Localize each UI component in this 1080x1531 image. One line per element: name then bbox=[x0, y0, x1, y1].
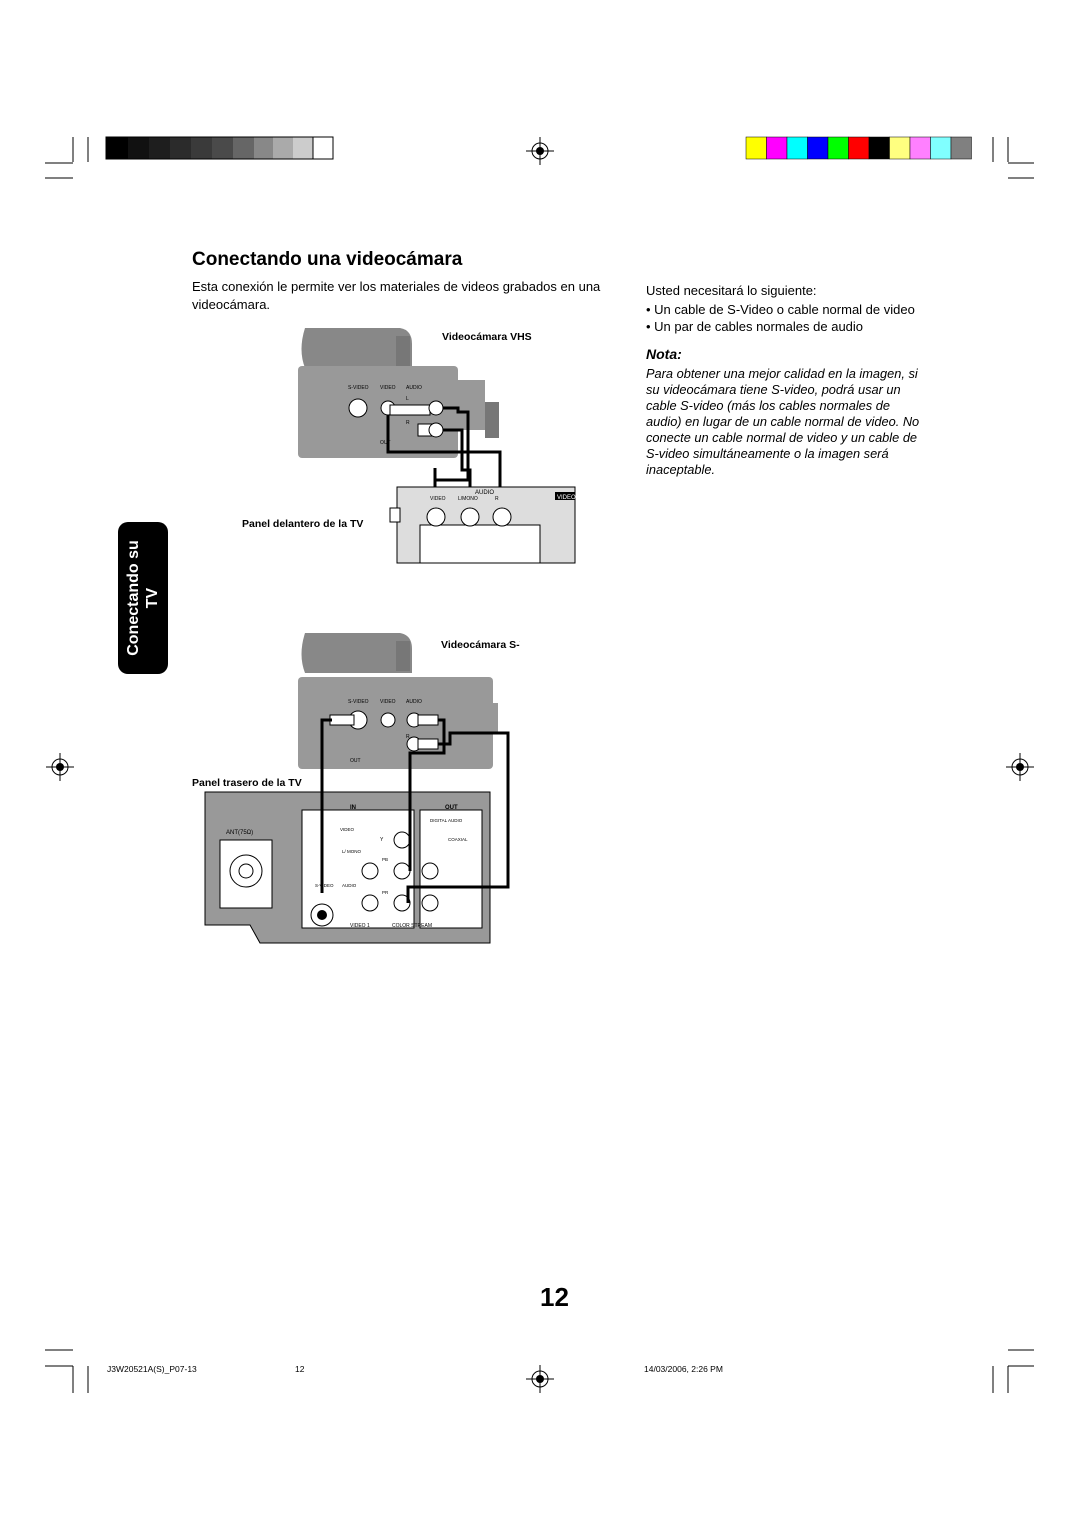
svg-text:L/ MONO: L/ MONO bbox=[342, 849, 362, 854]
svg-text:R: R bbox=[406, 420, 410, 426]
svg-text:ANT(75Ω): ANT(75Ω) bbox=[226, 830, 253, 836]
svg-text:AUDIO: AUDIO bbox=[342, 883, 357, 888]
svg-text:OUT: OUT bbox=[445, 805, 458, 811]
tv-front-panel: VIDEO AUDIO VIDEO L/MONO R bbox=[389, 486, 576, 564]
footer-datetime: 14/03/2006, 2:26 PM bbox=[644, 1364, 723, 1374]
note-title: Nota: bbox=[646, 346, 682, 362]
note-text: Para obtener una mejor calidad en la ima… bbox=[646, 366, 920, 477]
requirement-item: • Un par de cables normales de audio bbox=[646, 319, 864, 334]
color-bar bbox=[745, 136, 972, 160]
registration-target-right bbox=[1006, 753, 1034, 781]
camera-label: Videocámara VHS bbox=[442, 331, 532, 343]
tv-rear-panel: ANT(75Ω) IN OUT DIGITAL AUDIO COAXIAL VI… bbox=[204, 791, 491, 944]
svg-text:PB: PB bbox=[382, 857, 388, 862]
requirements-lead: Usted necesitará lo siguiente: bbox=[646, 283, 817, 298]
svg-text:L/MONO: L/MONO bbox=[458, 496, 478, 502]
svg-text:Y: Y bbox=[380, 837, 384, 843]
svg-text:R: R bbox=[406, 734, 410, 740]
svg-text:AUDIO: AUDIO bbox=[406, 699, 422, 705]
camera-label-2: Videocámara S-VHS bbox=[441, 639, 520, 651]
color-swatch bbox=[889, 136, 911, 160]
page-number: 12 bbox=[540, 1282, 569, 1312]
side-tab-line1: Conectando su bbox=[125, 540, 142, 656]
video-label: VIDEO bbox=[380, 385, 396, 391]
svg-text:R: R bbox=[495, 496, 499, 502]
svg-text:OUT: OUT bbox=[380, 440, 391, 446]
color-swatch bbox=[848, 136, 870, 160]
color-swatch bbox=[786, 136, 808, 160]
color-swatch bbox=[745, 136, 767, 160]
svg-text:VIDEO: VIDEO bbox=[380, 699, 396, 705]
svg-text:S-VIDEO: S-VIDEO bbox=[348, 699, 369, 705]
svg-text:L: L bbox=[406, 396, 409, 402]
registration-target-top bbox=[526, 137, 554, 165]
color-swatch bbox=[950, 136, 972, 160]
diagram-vhs: Videocámara VHS S-VIDEO VIDEO AUDIO L R … bbox=[242, 328, 576, 564]
panel-label-2: Panel trasero de la TV bbox=[192, 777, 302, 789]
svideo-label: S-VIDEO bbox=[348, 385, 369, 391]
svg-text:VIDEO: VIDEO bbox=[430, 496, 446, 502]
color-swatch bbox=[868, 136, 890, 160]
color-swatch bbox=[827, 136, 849, 160]
svg-text:VIDEO: VIDEO bbox=[340, 827, 355, 832]
svg-text:IN: IN bbox=[350, 805, 356, 811]
requirements: Usted necesitará lo siguiente: • Un cabl… bbox=[646, 282, 946, 335]
audio-label: AUDIO bbox=[406, 385, 422, 391]
diagram-svhs: Videocámara S-VHS S-VIDEO VIDEO AUDIO R … bbox=[192, 633, 520, 944]
svg-text:AUDIO: AUDIO bbox=[475, 490, 494, 496]
svg-text:COAXIAL: COAXIAL bbox=[448, 837, 468, 842]
svg-text:VIDEO: VIDEO bbox=[557, 495, 576, 501]
svg-text:S-VIDEO: S-VIDEO bbox=[315, 883, 334, 888]
svg-text:DIGITAL AUDIO: DIGITAL AUDIO bbox=[430, 818, 463, 823]
footer-page: 12 bbox=[295, 1364, 305, 1374]
cables bbox=[386, 406, 502, 490]
svg-text:OUT: OUT bbox=[350, 758, 361, 764]
color-swatch bbox=[930, 136, 952, 160]
color-swatch bbox=[766, 136, 788, 160]
requirement-item: • Un cable de S-Video o cable normal de … bbox=[646, 302, 915, 317]
registration-target-left bbox=[46, 753, 74, 781]
color-swatch bbox=[807, 136, 829, 160]
svhs-camcorder bbox=[298, 633, 498, 769]
side-tab: Conectando su TV bbox=[118, 522, 168, 674]
side-tab-line2: TV bbox=[144, 587, 161, 609]
gray-bar bbox=[105, 136, 334, 160]
footer-code: J3W20521A(S)_P07-13 bbox=[107, 1364, 197, 1374]
svg-text:VIDEO 1: VIDEO 1 bbox=[350, 923, 370, 929]
svg-text:PR: PR bbox=[382, 890, 389, 895]
cables-2 bbox=[320, 718, 510, 903]
svideo-jack bbox=[348, 398, 368, 418]
intro-text: Esta conexión le permite ver los materia… bbox=[192, 279, 601, 312]
page-title: Conectando una videocámara bbox=[192, 249, 463, 270]
svg-text:COLOR STREAM: COLOR STREAM bbox=[392, 923, 432, 929]
panel-label: Panel delantero de la TV bbox=[242, 518, 363, 530]
color-swatch bbox=[909, 136, 931, 160]
registration-target-bottom bbox=[526, 1365, 554, 1393]
